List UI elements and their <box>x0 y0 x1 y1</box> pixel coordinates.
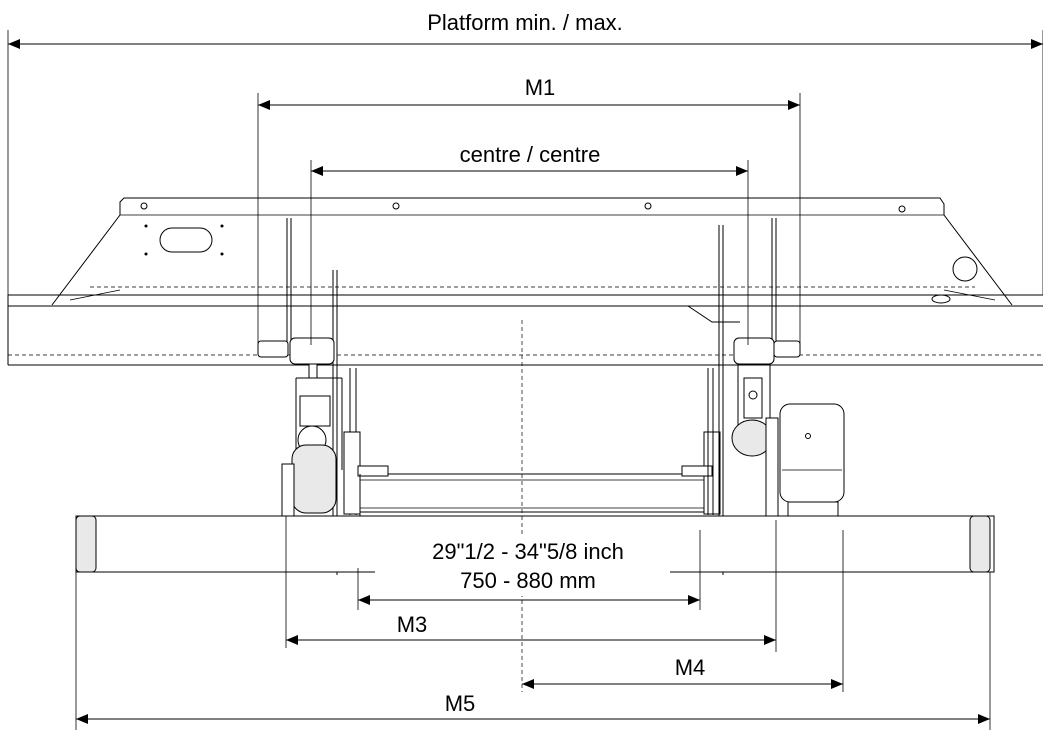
m1-label: M1 <box>525 75 556 100</box>
m5-label: M5 <box>445 691 476 716</box>
cross-beam <box>343 431 721 520</box>
inch-range-label: 29"1/2 - 34"5/8 inch <box>432 539 624 564</box>
platform-beam <box>7 197 1043 366</box>
m3-label: M3 <box>397 612 428 637</box>
mm-range-label: 750 - 880 mm <box>460 568 596 593</box>
m4-label: M4 <box>675 655 706 680</box>
right-arm-assembly <box>707 218 845 575</box>
centre-label: centre / centre <box>460 142 601 167</box>
dimension-lines <box>8 39 1043 724</box>
platform-label: Platform min. / max. <box>427 10 623 35</box>
extension-lines <box>7 30 1043 730</box>
